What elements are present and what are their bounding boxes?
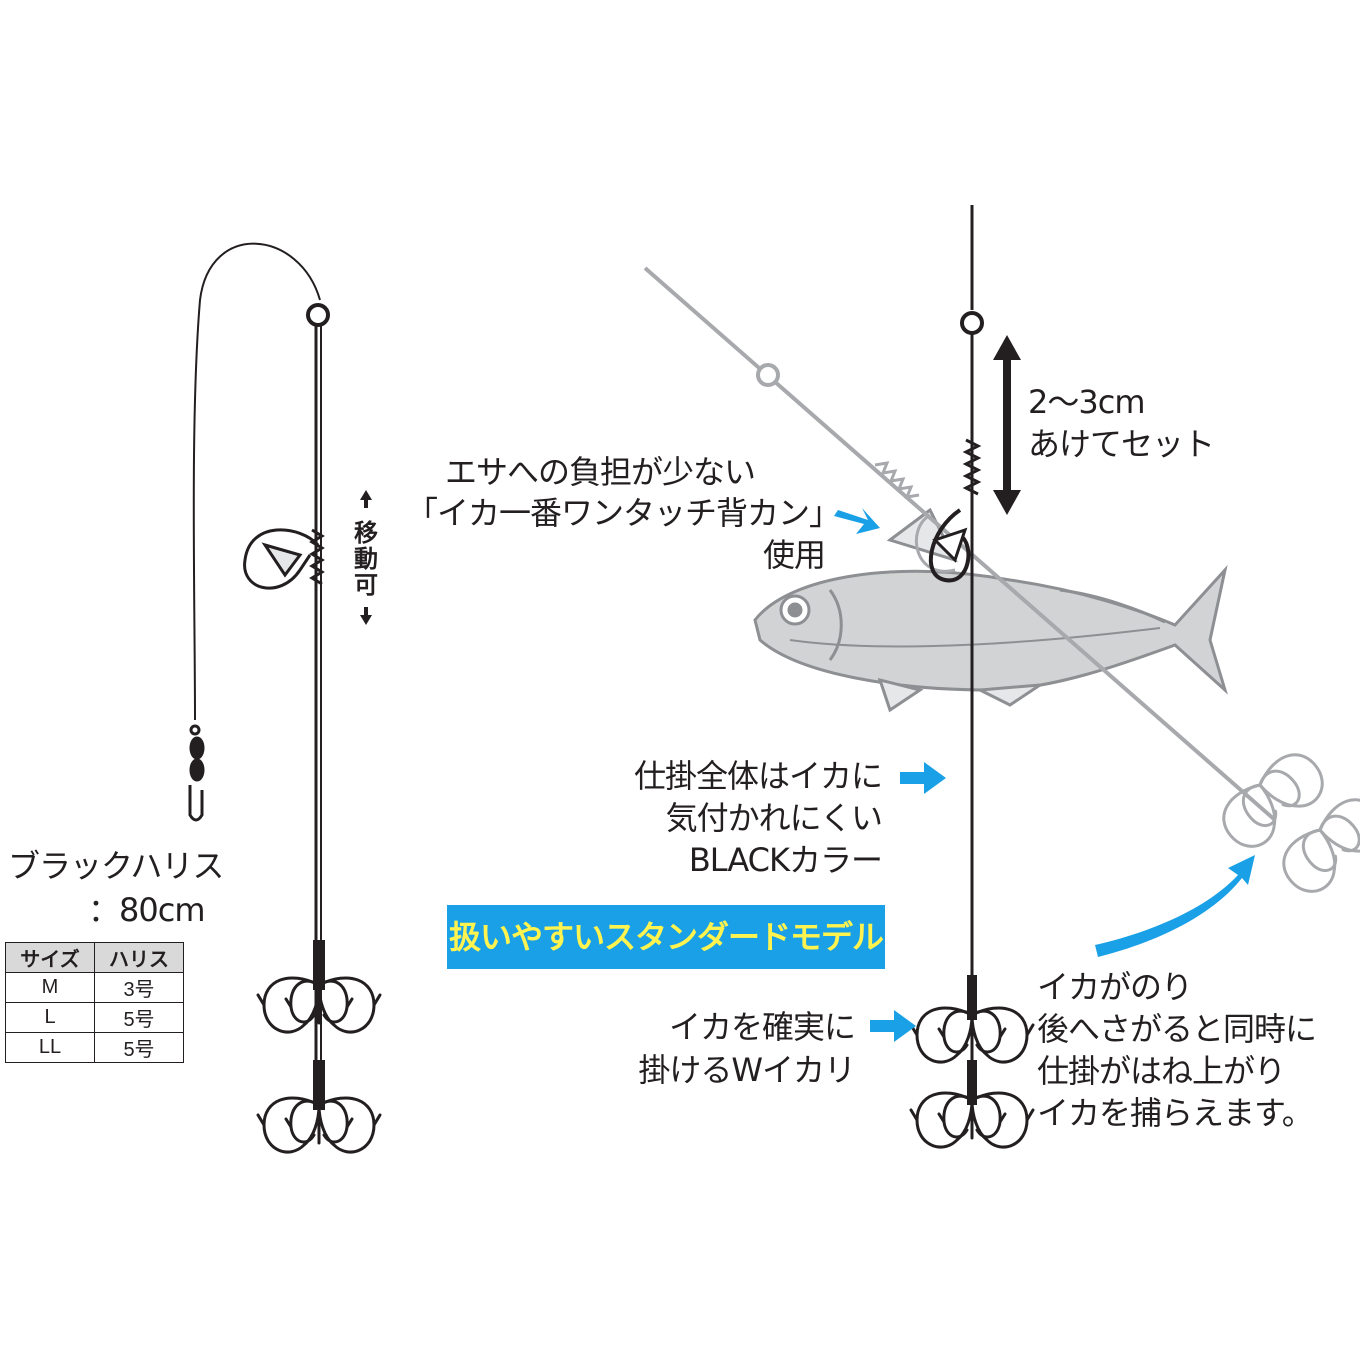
size-table: サイズ ハリス M 3号 L 5号 LL 5号	[5, 942, 184, 1063]
banner-standard-model: 扱いやすいスタンダードモデル	[447, 905, 885, 969]
leader-cell: 5号	[94, 1032, 184, 1063]
gap-arrow	[993, 335, 1021, 515]
movable-char-3: 可	[354, 571, 378, 599]
leader-cell: 3号	[94, 972, 184, 1003]
size-cell: L	[5, 1002, 95, 1033]
right-rig	[909, 205, 1035, 1149]
gap-label-line1: 2～3cm	[1028, 383, 1145, 421]
action-label-line4: イカを捕らえます。	[1037, 1094, 1314, 1132]
movable-char-1: 移	[354, 519, 378, 547]
bait-fish	[753, 507, 1228, 713]
size-table-header: サイズ ハリス	[5, 942, 184, 973]
table-row: LL 5号	[5, 1032, 184, 1063]
back-hook	[243, 528, 325, 590]
hook-label-line1: イカを確実に	[668, 1008, 856, 1046]
size-cell: M	[5, 972, 95, 1003]
table-row: M 3号	[5, 972, 184, 1003]
swivel-snap	[188, 724, 205, 822]
movable-char-2: 動	[354, 545, 378, 573]
leader-label-line1: ブラックハリス	[8, 847, 224, 885]
size-cell: LL	[5, 1032, 95, 1063]
color-label-line3: BLACKカラー	[688, 841, 883, 879]
leader-header: ハリス	[94, 942, 184, 973]
color-label-line1: 仕掛全体はイカに	[633, 757, 883, 795]
movable-label: 移 動 可	[352, 520, 380, 598]
color-label-line2: 気付かれにくい	[665, 799, 883, 837]
size-header: サイズ	[5, 942, 95, 973]
action-label-line3: 仕掛がはね上がり	[1037, 1052, 1286, 1090]
action-label-line1: イカがのり	[1037, 968, 1193, 1006]
leader-label-line2: ：80cm	[88, 891, 205, 929]
action-label-line2: 後へさがると同時に	[1037, 1010, 1317, 1048]
hook-label-line2: 掛けるWイカリ	[638, 1051, 856, 1089]
bait-label-line2: 「イカ一番ワンタッチ背カン」	[405, 494, 841, 532]
bait-label-line1: エサへの負担が少ない	[444, 453, 756, 491]
bait-label-line3: 使用	[762, 536, 826, 574]
gap-label-line2: あけてセット	[1028, 425, 1215, 463]
table-row: L 5号	[5, 1002, 184, 1033]
leader-cell: 5号	[94, 1002, 184, 1033]
pointer-arrows	[834, 508, 1255, 1042]
left-rig	[188, 242, 382, 1154]
movable-arrows	[360, 490, 372, 625]
